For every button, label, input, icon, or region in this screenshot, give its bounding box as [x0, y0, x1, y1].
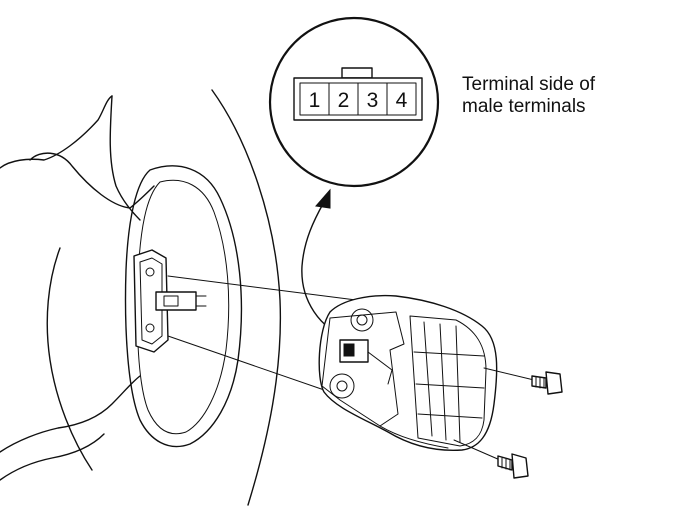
wheel-upper-spoke	[0, 95, 113, 169]
steering-wheel	[0, 89, 282, 506]
wheel-lower-spoke	[0, 375, 141, 453]
bracket-screw-top	[145, 267, 155, 277]
bolt-lower	[453, 439, 529, 479]
callout-caption: Terminal side of male terminals	[462, 74, 595, 118]
pin-label-3: 3	[367, 89, 379, 112]
guide-line-lower	[167, 335, 331, 393]
module-bottom-edge	[379, 425, 449, 449]
wheel-hub-left-edge	[109, 95, 141, 221]
hub-plug-lock	[163, 295, 179, 307]
pin-label-4: 4	[396, 89, 408, 112]
bolt-lower-guide	[453, 439, 501, 461]
bolt-upper	[483, 367, 563, 395]
module-lower-boss-outer	[329, 373, 355, 399]
hub-plug	[155, 291, 197, 311]
guide-line-upper	[167, 275, 357, 301]
module-lower-boss-inner	[336, 380, 348, 392]
module-rib-3	[455, 325, 461, 443]
module-rib-1	[423, 321, 433, 437]
wheel-left-rim	[46, 247, 93, 471]
module-rib-h1	[413, 351, 485, 357]
hub-connector-bracket	[133, 249, 207, 353]
caption-line-2: male terminals	[462, 96, 586, 117]
caption-line-1: Terminal side of	[462, 74, 596, 95]
hub-opening	[124, 165, 243, 448]
pin-label-2: 2	[338, 89, 350, 112]
alignment-lines	[167, 275, 357, 393]
bolt-lower-head	[511, 453, 529, 479]
module-connector-face	[343, 343, 355, 357]
callout-magnifier: 1 2 3 4	[268, 16, 440, 188]
airbag-module	[318, 294, 498, 452]
module-upper-boss-outer	[350, 308, 374, 332]
callout-circle	[268, 16, 440, 188]
module-upper-boss-inner	[356, 314, 368, 326]
bolt-upper-head	[545, 371, 563, 395]
module-outer-shell	[318, 294, 498, 452]
module-connector-wire	[367, 351, 393, 385]
bracket-inner	[139, 257, 163, 345]
bracket-plate	[133, 249, 169, 353]
pin-label-1: 1	[309, 89, 321, 112]
bracket-screw-bottom	[145, 323, 155, 333]
module-rib-h2	[415, 383, 485, 389]
wheel-rim-outer	[211, 89, 282, 506]
module-left-bracket	[321, 311, 405, 427]
arrow-head	[315, 188, 331, 209]
module-rib-2	[439, 323, 447, 441]
module-rib-h3	[417, 413, 483, 419]
wheel-lower-cover	[0, 433, 105, 481]
wheel-upper-cover	[29, 152, 155, 209]
bolt-upper-guide	[483, 367, 535, 381]
connector-latch	[341, 67, 373, 79]
